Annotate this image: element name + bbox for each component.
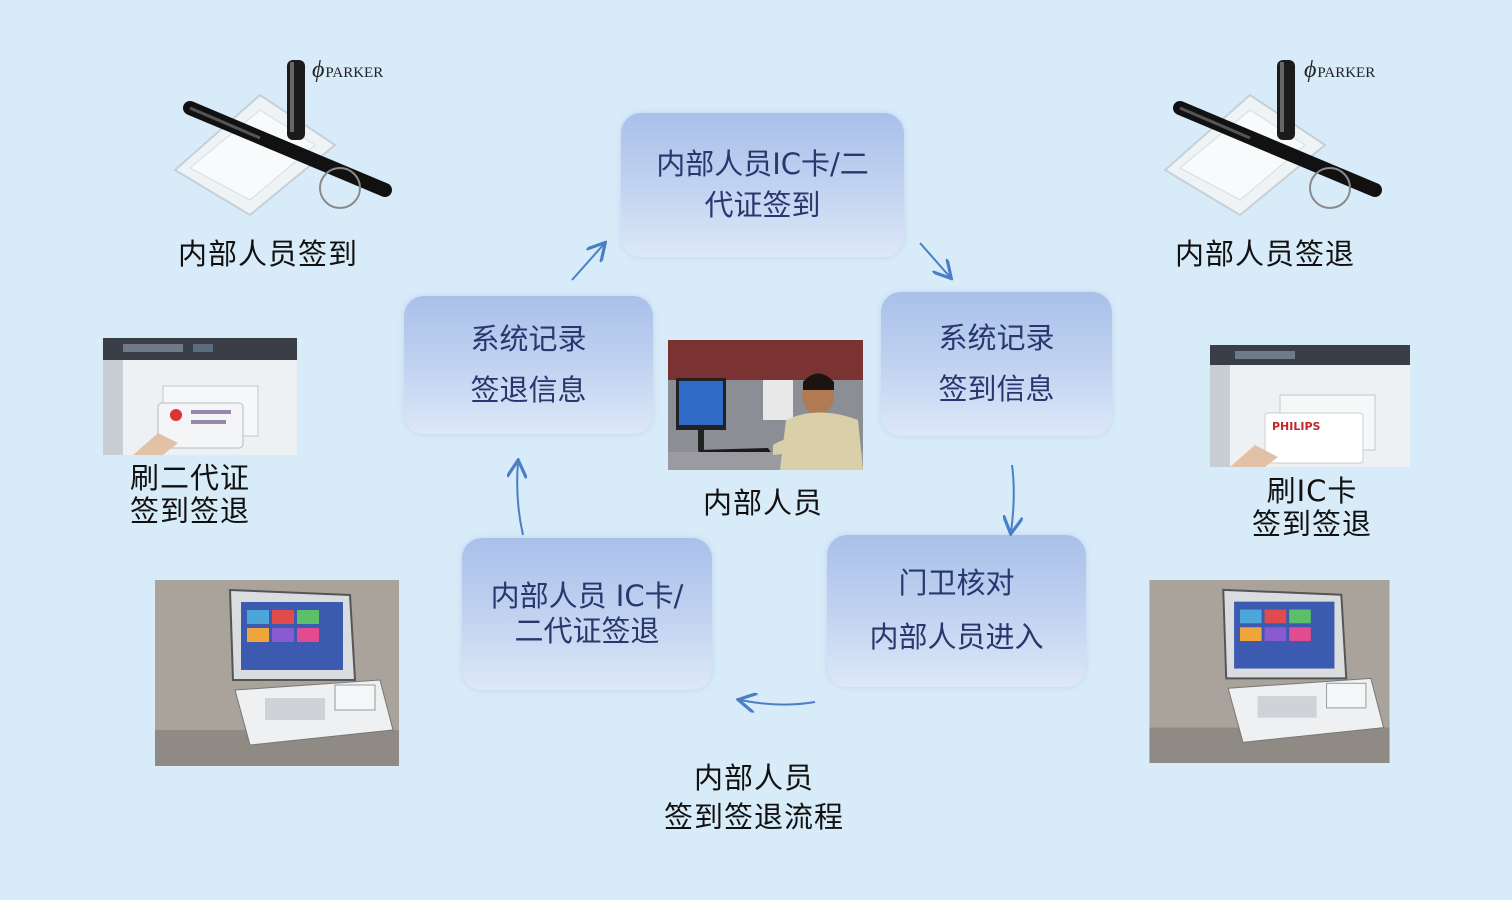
pen-caption-left: 内部人员签到 [178, 237, 359, 271]
flow-box-bottom-right-line1: 门卫核对 [898, 566, 1015, 601]
arrow-left-to-top [571, 244, 604, 281]
process-title-line2: 签到签退流程 [664, 800, 845, 835]
arrow-top-to-right [919, 242, 950, 277]
flow-box-left-line1: 系统记录 [470, 322, 587, 357]
center-label: 内部人员 [703, 486, 824, 520]
flow-box-right-line2: 签到信息 [938, 372, 1055, 406]
pen-photo-right [1155, 50, 1395, 220]
flow-box-right-line1: 系统记录 [938, 321, 1055, 356]
ic-card-caption: 刷IC卡 签到签退 [1252, 474, 1373, 542]
process-title: 内部人员 签到签退流程 [664, 759, 844, 837]
id-card-photo [103, 338, 297, 455]
flow-box-record-sign-out: 系统记录 签退信息 [404, 296, 653, 434]
flow-box-left-line2: 签退信息 [470, 373, 587, 407]
pen-photo-left [165, 50, 405, 220]
arrow-bottom-right-to-bottom-left [740, 700, 816, 705]
brand-logo-right: ϕPARKER [1304, 57, 1376, 83]
id-card-caption-line2: 签到签退 [130, 494, 251, 529]
kiosk-photo-left [155, 580, 399, 766]
flow-box-ic-card-sign-out: 内部人员 IC卡/ 二代证签退 [462, 538, 712, 690]
flow-box-bottom-left-line2: 二代证签退 [514, 614, 660, 648]
id-card-caption: 刷二代证 签到签退 [130, 461, 251, 529]
staff-photo [668, 340, 863, 470]
arrow-right-to-bottom-right [1011, 464, 1014, 532]
flow-box-top-line2: 代证签到 [704, 188, 821, 222]
flow-box-bottom-right-line2: 内部人员进入 [869, 620, 1044, 654]
ic-card-photo: PHILIPS [1210, 345, 1410, 467]
philips-card-text: PHILIPS [1272, 420, 1321, 433]
id-card-caption-line1: 刷二代证 [130, 461, 251, 495]
arrow-bottom-left-to-left [517, 462, 523, 536]
process-title-line1: 内部人员 [694, 761, 815, 795]
kiosk-photo-right [1147, 580, 1392, 763]
flow-box-bottom-left-line1: 内部人员 IC卡/ [490, 579, 684, 614]
ic-card-caption-line2: 签到签退 [1252, 507, 1373, 542]
flow-box-ic-card-sign-in: 内部人员IC卡/二 代证签到 [621, 113, 904, 257]
brand-logo-left: ϕPARKER [312, 57, 384, 83]
flow-box-record-sign-in: 系统记录 签到信息 [881, 292, 1112, 436]
flow-box-top-line1: 内部人员IC卡/二 [656, 147, 869, 182]
flow-box-guard-check: 门卫核对 内部人员进入 [827, 535, 1086, 687]
ic-card-caption-line1: 刷IC卡 [1266, 474, 1358, 508]
pen-caption-right: 内部人员签退 [1175, 237, 1356, 271]
